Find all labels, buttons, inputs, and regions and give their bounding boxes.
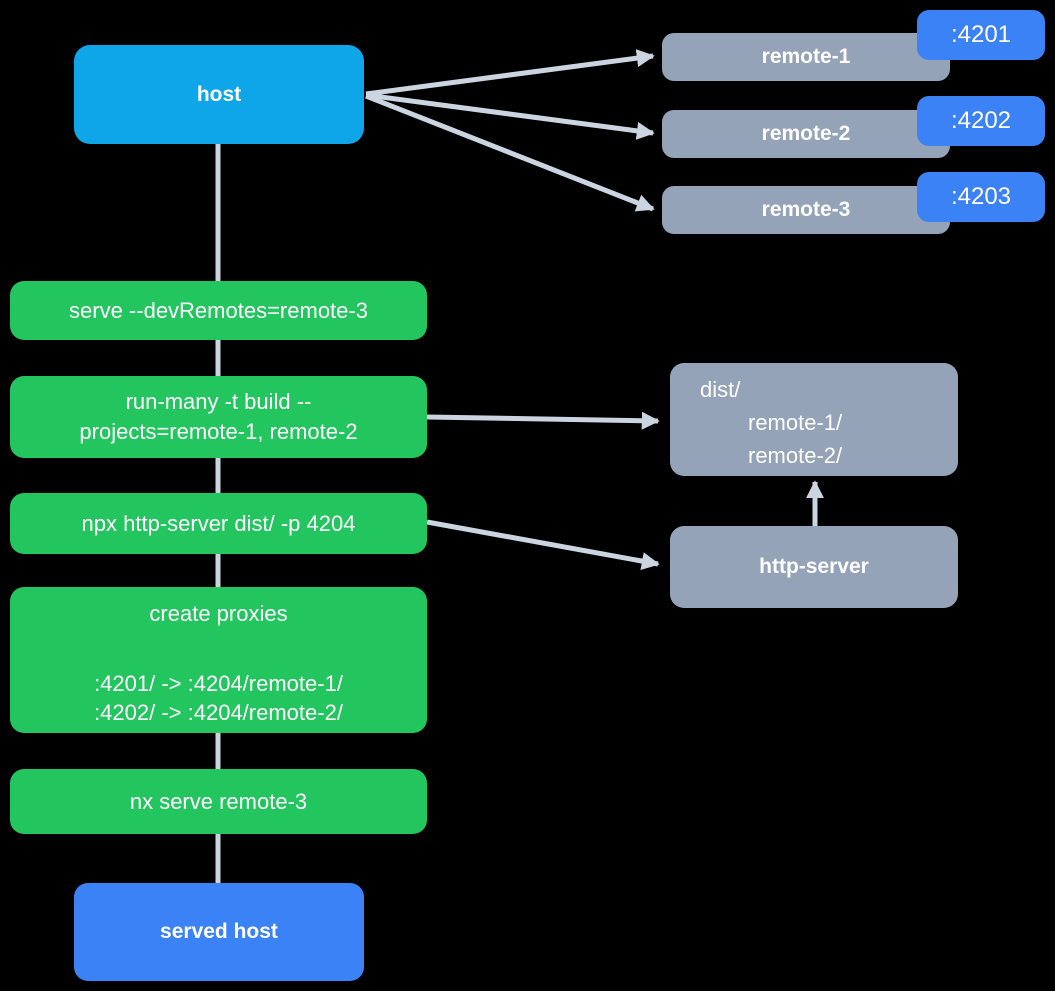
run-many-to-dist-arrow (426, 411, 660, 430)
remote-3-label: remote-3 (761, 198, 851, 221)
dist-folder-remote-2: remote-2/ (748, 443, 843, 468)
host-to-remote-3-arrow (365, 93, 655, 212)
command-serve-dev-remotes: serve --devRemotes=remote-3 (10, 281, 427, 340)
port-badge-4202-label: :4202 (950, 107, 1012, 134)
command-create-proxies-title: create proxies (149, 601, 288, 626)
proxy-rules: :4201/ -> :4204/remote-1/ :4202/ -> :420… (94, 669, 343, 727)
host-to-remote-2-arrow (365, 92, 655, 140)
port-badge-4202: :4202 (917, 96, 1045, 146)
host-to-remote-1-arrow (365, 49, 655, 97)
command-npx-http-server-text: npx http-server dist/ -p 4204 (81, 510, 356, 536)
served-host-node: served host (74, 883, 364, 981)
proxy-rule-1: :4201/ -> :4204/remote-1/ (94, 671, 343, 696)
command-nx-serve-remote-3-text: nx serve remote-3 (129, 788, 308, 814)
dist-folder-root: dist/ (700, 377, 741, 402)
remote-1-label: remote-1 (761, 45, 851, 68)
port-badge-4203-label: :4203 (950, 183, 1012, 210)
proxy-rule-2: :4202/ -> :4204/remote-2/ (94, 700, 343, 725)
command-npx-http-server: npx http-server dist/ -p 4204 (10, 493, 427, 554)
port-badge-4201-label: :4201 (950, 21, 1012, 48)
remote-1-node: remote-1 (662, 33, 950, 81)
port-badge-4201: :4201 (917, 10, 1045, 60)
command-create-proxies: create proxies :4201/ -> :4204/remote-1/… (10, 587, 427, 733)
dist-folder-remote-1: remote-1/ (748, 410, 843, 435)
remote-3-node: remote-3 (662, 186, 950, 234)
host-label: host (196, 82, 242, 106)
command-run-many-build: run-many -t build -- projects=remote-1, … (10, 376, 427, 458)
npx-to-http-server-arrow (426, 519, 660, 570)
command-nx-serve-remote-3: nx serve remote-3 (10, 769, 427, 834)
command-serve-dev-remotes-text: serve --devRemotes=remote-3 (69, 297, 368, 323)
host-node: host (74, 45, 364, 144)
command-run-many-build-line-1: run-many -t build -- (125, 389, 312, 414)
command-run-many-build-line-2: projects=remote-1, remote-2 (79, 419, 358, 444)
remote-2-label: remote-2 (761, 122, 851, 145)
served-host-label: served host (160, 920, 278, 943)
http-server-node: http-server (670, 526, 958, 608)
http-server-label: http-server (759, 555, 869, 578)
port-badge-4203: :4203 (917, 172, 1045, 222)
remote-2-node: remote-2 (662, 110, 950, 158)
dist-folder-node: dist/ remote-1/ remote-2/ (670, 363, 958, 476)
